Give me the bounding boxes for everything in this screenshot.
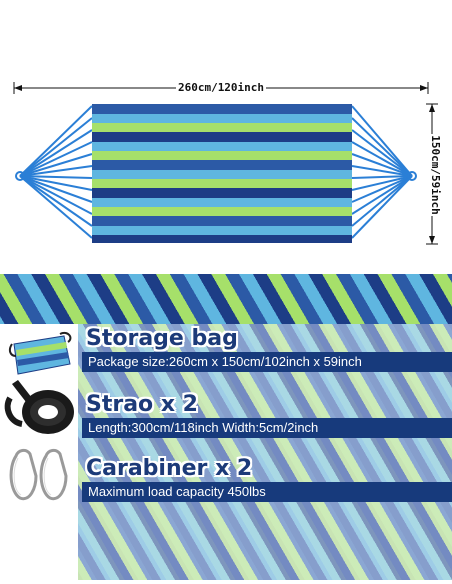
strap-title: Strao x 2: [86, 392, 198, 417]
height-dimension-label: 150cm/59inch: [429, 135, 442, 215]
storage-bag-title: Storage bag: [86, 326, 238, 351]
width-dimension-label: 260cm/120inch: [177, 81, 265, 94]
storage-bag-detail: Package size:260cm x 150cm/102inch x 59i…: [82, 352, 452, 372]
storage-bag-icon: [8, 330, 74, 378]
strap-icon: [4, 378, 76, 440]
hammock-fabric: [92, 104, 352, 243]
carabiner-title: Carabiner x 2: [86, 456, 253, 481]
carabiner-icon: [6, 448, 76, 504]
strap-detail: Length:300cm/118inch Width:5cm/2inch: [82, 418, 452, 438]
carabiner-detail: Maximum load capacity 450lbs: [82, 482, 452, 502]
hammock-diagram: 260cm/120inch 150cm/59inch: [0, 0, 452, 270]
hammock-illustration: [13, 80, 440, 245]
